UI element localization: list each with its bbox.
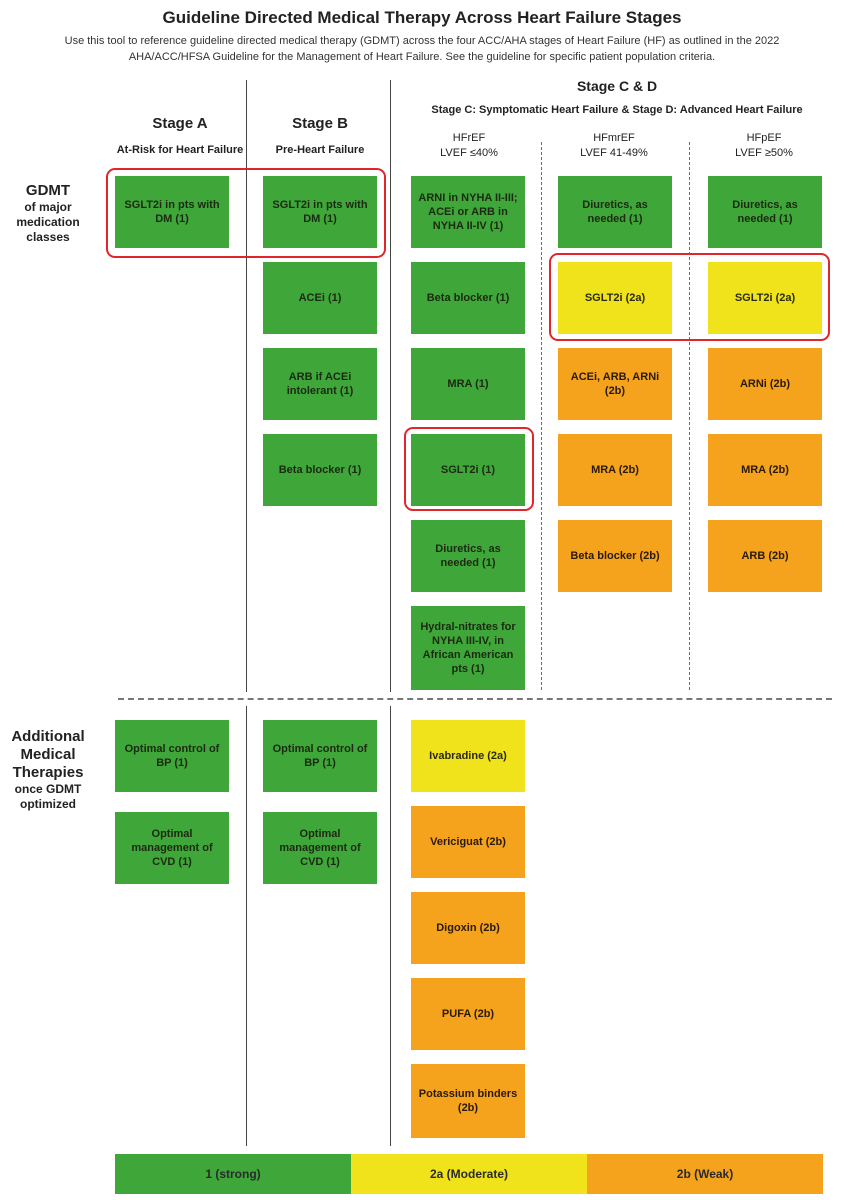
page-title: Guideline Directed Medical Therapy Acros… <box>162 8 682 27</box>
page-subtitle: Use this tool to reference guideline dir… <box>30 33 814 65</box>
stage-b-name: Stage B <box>292 115 348 132</box>
hfref-header: HFrEF LVEF ≤40% <box>410 131 528 161</box>
therapy-box: ARB (2b) <box>708 520 822 592</box>
divider-a-b-bottom <box>246 706 247 1146</box>
gdmt-label-big: GDMT <box>25 182 71 199</box>
hfmref-header: HFmrEF LVEF 41-49% <box>555 131 673 161</box>
therapy-box: SGLT2i in pts with DM (1) <box>263 176 377 248</box>
therapy-box: PUFA (2b) <box>411 978 525 1050</box>
therapy-box: SGLT2i (2a) <box>558 262 672 334</box>
highlight-sglt2i-hfref <box>404 427 534 511</box>
stage-cd-sub: Stage C: Symptomatic Heart Failure & Sta… <box>431 104 803 116</box>
hfref-lvef: LVEF ≤40% <box>440 147 498 159</box>
therapy-box: MRA (2b) <box>558 434 672 506</box>
therapy-box: Optimal management of CVD (1) <box>263 812 377 884</box>
stage-a-header: Stage A At-Risk for Heart Failure <box>110 115 250 156</box>
additional-label-small: once GDMT optimized <box>14 782 82 811</box>
therapy-box: Diuretics, as needed (1) <box>558 176 672 248</box>
legend-moderate: 2a (Moderate) <box>351 1154 587 1194</box>
therapy-box: Beta blocker (1) <box>411 262 525 334</box>
therapy-box: Optimal management of CVD (1) <box>115 812 229 884</box>
divider-a-b-top <box>246 80 247 692</box>
subtitle-line-2: AHA/ACC/HFSA Guideline for the Managemen… <box>128 51 716 63</box>
section-divider <box>118 698 832 700</box>
therapy-box: SGLT2i (1) <box>411 434 525 506</box>
highlight-sglt2i-hfmref-hfpef <box>549 253 830 341</box>
gdmt-label-small: of major medication classes <box>16 200 80 244</box>
additional-label-big: Additional Medical Therapies <box>11 728 85 781</box>
hfpef-lvef: LVEF ≥50% <box>735 147 793 159</box>
therapy-box: ARNi (2b) <box>708 348 822 420</box>
stage-cd-name: Stage C & D <box>576 78 658 94</box>
subtitle-line-1: Use this tool to reference guideline dir… <box>64 35 780 47</box>
therapy-box: Ivabradine (2a) <box>411 720 525 792</box>
hfmref-lvef: LVEF 41-49% <box>580 147 648 159</box>
therapy-box: Beta blocker (2b) <box>558 520 672 592</box>
stage-cd-header: Stage C & D Stage C: Symptomatic Heart F… <box>395 78 839 116</box>
hfpef-title: HFpEF <box>746 132 782 144</box>
therapy-box: ACEi (1) <box>263 262 377 334</box>
therapy-box: Vericiguat (2b) <box>411 806 525 878</box>
legend-strong: 1 (strong) <box>115 1154 351 1194</box>
hfmref-title: HFmrEF <box>593 132 635 144</box>
additional-row-label: Additional Medical Therapies once GDMT o… <box>4 728 92 812</box>
stage-b-header: Stage B Pre-Heart Failure <box>250 115 390 156</box>
divider-hfmref-hfpef <box>689 142 690 690</box>
divider-b-c-top <box>390 80 391 692</box>
legend-bar: 1 (strong) 2a (Moderate) 2b (Weak) <box>115 1154 823 1194</box>
stage-b-sub: Pre-Heart Failure <box>275 144 365 156</box>
therapy-box: ARNI in NYHA II-III; ACEi or ARB in NYHA… <box>411 176 525 248</box>
therapy-box: SGLT2i (2a) <box>708 262 822 334</box>
therapy-box: Optimal control of BP (1) <box>115 720 229 792</box>
legend-weak: 2b (Weak) <box>587 1154 823 1194</box>
hfpef-header: HFpEF LVEF ≥50% <box>705 131 823 161</box>
therapy-box: Digoxin (2b) <box>411 892 525 964</box>
therapy-box: SGLT2i in pts with DM (1) <box>115 176 229 248</box>
highlight-sglt2i-stage-ab <box>106 168 386 258</box>
therapy-box: MRA (1) <box>411 348 525 420</box>
divider-b-c-bottom <box>390 706 391 1146</box>
stage-a-name: Stage A <box>152 115 208 132</box>
therapy-box: Beta blocker (1) <box>263 434 377 506</box>
therapy-box: ACEi, ARB, ARNi (2b) <box>558 348 672 420</box>
therapy-box: Hydral-nitrates for NYHA III-IV, in Afri… <box>411 606 525 690</box>
therapy-box: MRA (2b) <box>708 434 822 506</box>
therapy-box: ARB if ACEi intolerant (1) <box>263 348 377 420</box>
therapy-box: Diuretics, as needed (1) <box>411 520 525 592</box>
gdmt-row-label: GDMT of major medication classes <box>4 182 92 245</box>
therapy-box: Potassium binders (2b) <box>411 1064 525 1138</box>
stage-a-sub: At-Risk for Heart Failure <box>116 144 244 156</box>
divider-hfref-hfmref <box>541 142 542 690</box>
therapy-box: Optimal control of BP (1) <box>263 720 377 792</box>
therapy-box: Diuretics, as needed (1) <box>708 176 822 248</box>
hfref-title: HFrEF <box>452 132 486 144</box>
